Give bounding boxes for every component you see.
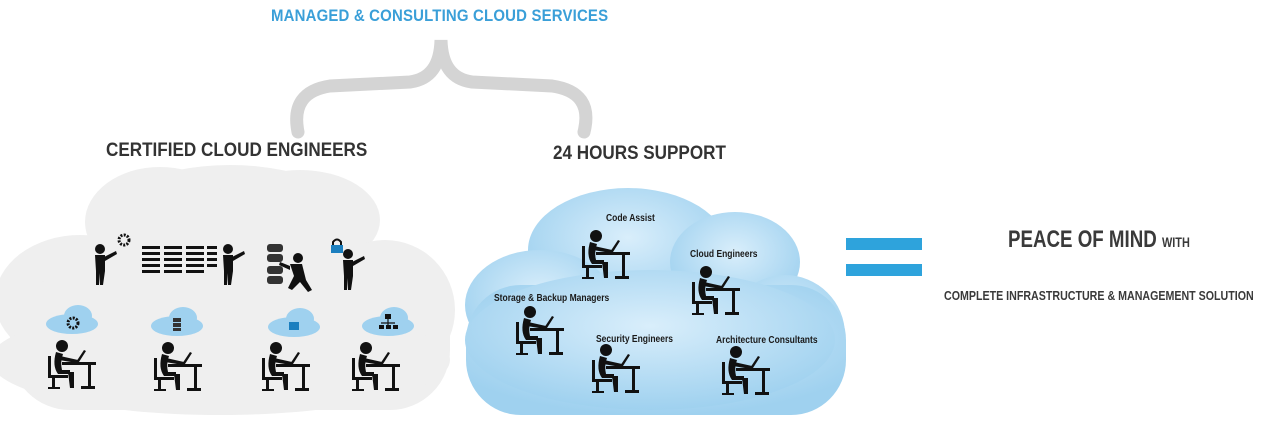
equals-sign-top-bar xyxy=(846,238,922,250)
right-cloud-heading: 24 HOURS SUPPORT xyxy=(553,143,726,164)
right-cloud xyxy=(465,188,846,415)
main-title: MANAGED & CONSULTING CLOUD SERVICES xyxy=(271,6,609,25)
result-main: PEACE OF MIND xyxy=(1008,226,1157,253)
cloud-gear-badge xyxy=(46,305,98,334)
cloud-database-badge xyxy=(151,307,203,336)
role-label: Security Engineers xyxy=(596,334,674,345)
lock-icon xyxy=(331,238,343,253)
engineer-kneeling xyxy=(279,253,312,292)
cloud-lock-badge xyxy=(268,308,320,337)
result-suffix: WITH xyxy=(1161,234,1190,250)
server-rack-icon xyxy=(142,246,217,273)
role-label: Code Assist xyxy=(606,213,655,224)
role-label: Cloud Engineers xyxy=(690,249,758,260)
result-heading: PEACE OF MIND WITH xyxy=(1008,226,1190,254)
result-subheading: COMPLETE INFRASTRUCTURE & MANAGEMENT SOL… xyxy=(944,288,1254,303)
database-icon xyxy=(267,244,283,284)
left-cloud-heading: CERTIFIED CLOUD ENGINEERS xyxy=(106,140,368,161)
role-label: Storage & Backup Managers xyxy=(494,293,610,304)
equals-sign-bottom-bar xyxy=(846,264,922,276)
role-label: Architecture Consultants xyxy=(716,335,818,346)
gear-icon xyxy=(117,233,131,247)
left-cloud xyxy=(0,165,455,415)
cloud-network-badge xyxy=(362,307,414,336)
brace-connector xyxy=(290,39,593,139)
